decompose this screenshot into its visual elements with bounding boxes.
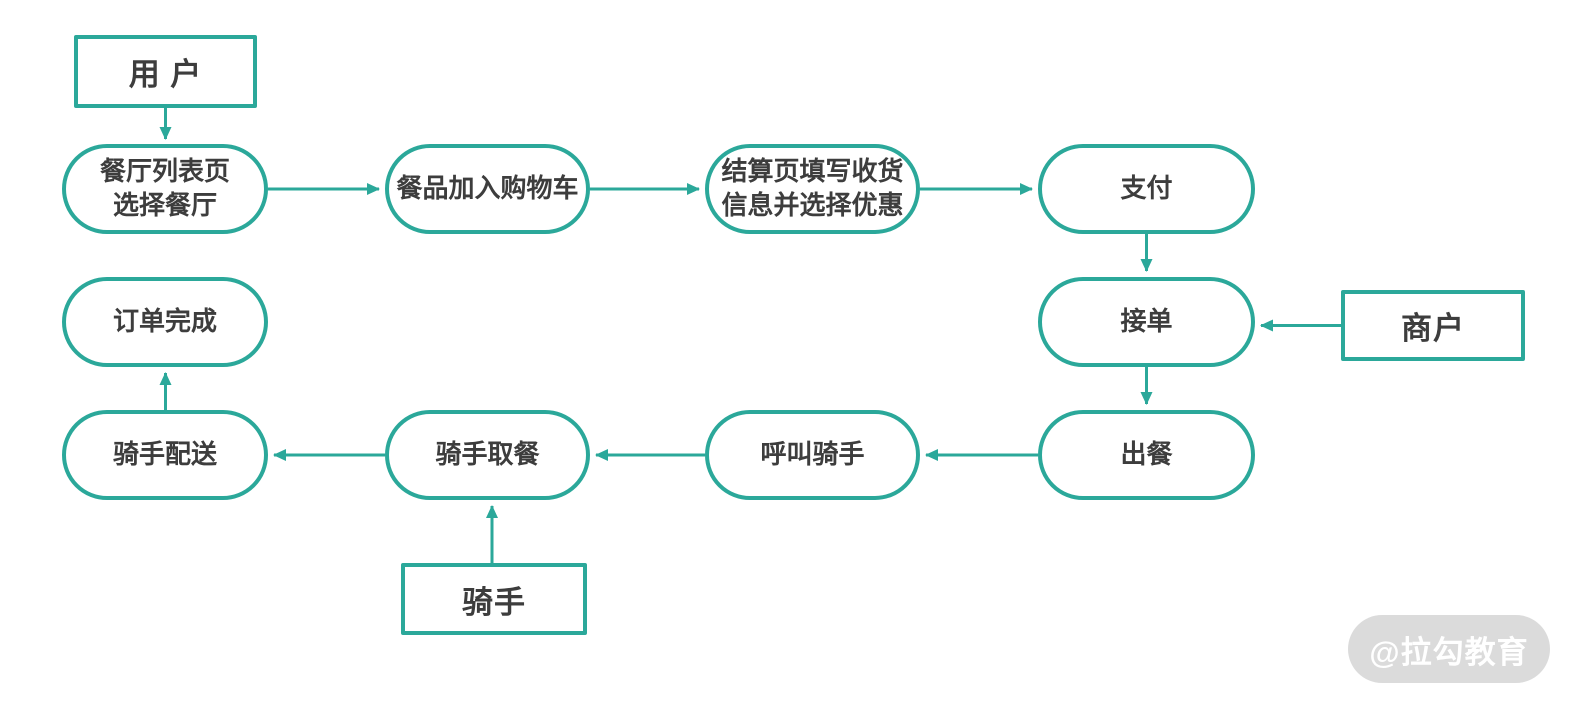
step-restaurant-list-line2: 选择餐厅 [112, 190, 217, 220]
watermark-badge: @拉勾教育 [1348, 615, 1550, 683]
step-rider-pickup: 骑手取餐 [385, 410, 590, 500]
step-checkout-line1: 结算页填写收货 [721, 156, 904, 187]
step-pay-label: 支付 [1120, 173, 1173, 204]
step-dish-out-label: 出餐 [1120, 439, 1173, 470]
step-add-cart-label: 餐品加入购物车 [396, 173, 579, 204]
step-order-complete: 订单完成 [62, 277, 268, 367]
step-call-rider-label: 呼叫骑手 [760, 439, 865, 470]
watermark-label: @拉勾教育 [1369, 634, 1529, 670]
step-restaurant-list-line1: 餐厅列表页 [99, 156, 230, 187]
actor-rider-label: 骑手 [462, 584, 526, 620]
step-pay: 支付 [1038, 144, 1255, 234]
step-dish-out: 出餐 [1038, 410, 1255, 500]
step-rider-pickup-label: 骑手取餐 [435, 439, 540, 470]
step-order-complete-label: 订单完成 [112, 306, 217, 337]
actor-rider-box: 骑手 [401, 563, 587, 635]
step-accept-order: 接单 [1038, 277, 1255, 367]
actor-merchant-box: 商户 [1341, 290, 1525, 361]
actor-user-box: 用 户 [74, 35, 257, 108]
step-restaurant-list: 餐厅列表页 选择餐厅 [62, 144, 268, 234]
step-checkout-line2: 信息并选择优惠 [721, 190, 904, 220]
step-add-cart: 餐品加入购物车 [385, 144, 590, 234]
step-rider-delivery: 骑手配送 [62, 410, 268, 500]
step-rider-delivery-label: 骑手配送 [112, 439, 217, 470]
actor-user-label: 用 户 [128, 57, 203, 92]
actor-merchant-label: 商户 [1401, 311, 1465, 346]
step-checkout: 结算页填写收货 信息并选择优惠 [705, 144, 920, 234]
step-accept-order-label: 接单 [1120, 306, 1173, 337]
step-call-rider: 呼叫骑手 [705, 410, 920, 500]
